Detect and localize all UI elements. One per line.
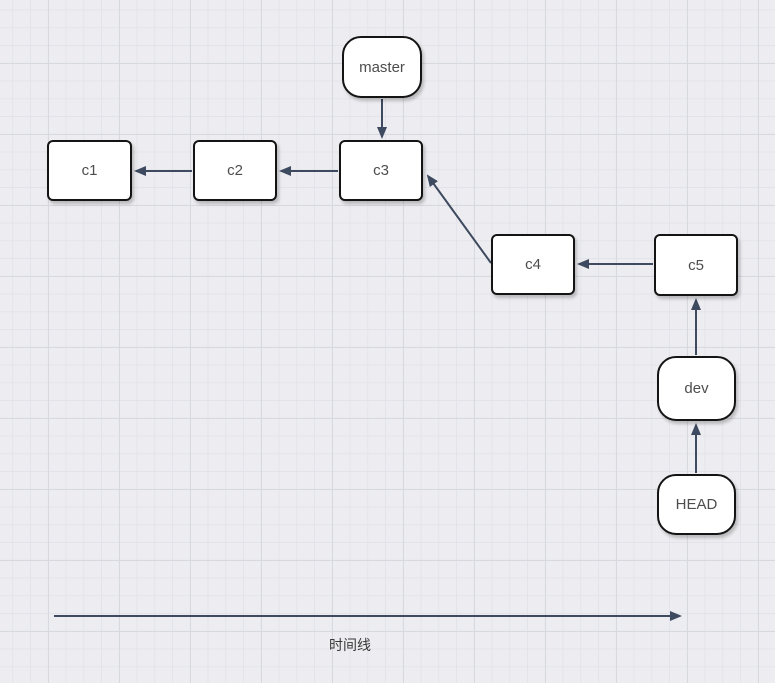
node-head[interactable]: HEAD (657, 474, 736, 535)
node-dev[interactable]: dev (657, 356, 736, 421)
node-master[interactable]: master (342, 36, 422, 98)
node-master-label: master (359, 58, 405, 76)
node-c4-label: c4 (525, 256, 541, 273)
node-c1[interactable]: c1 (47, 140, 132, 201)
node-dev-label: dev (684, 380, 709, 397)
node-c5-label: c5 (688, 256, 704, 274)
node-c3-label: c3 (373, 162, 389, 179)
node-c1-label: c1 (81, 162, 98, 179)
node-c2[interactable]: c2 (193, 140, 277, 201)
timeline-label: 时间线 (329, 637, 371, 653)
node-c4[interactable]: c4 (491, 234, 575, 295)
node-head-label: HEAD (675, 496, 718, 513)
edge-c4-c3[interactable] (426, 174, 492, 264)
node-c2-label: c2 (227, 162, 243, 179)
node-c5[interactable]: c5 (654, 234, 738, 296)
node-c3[interactable]: c3 (339, 140, 423, 201)
